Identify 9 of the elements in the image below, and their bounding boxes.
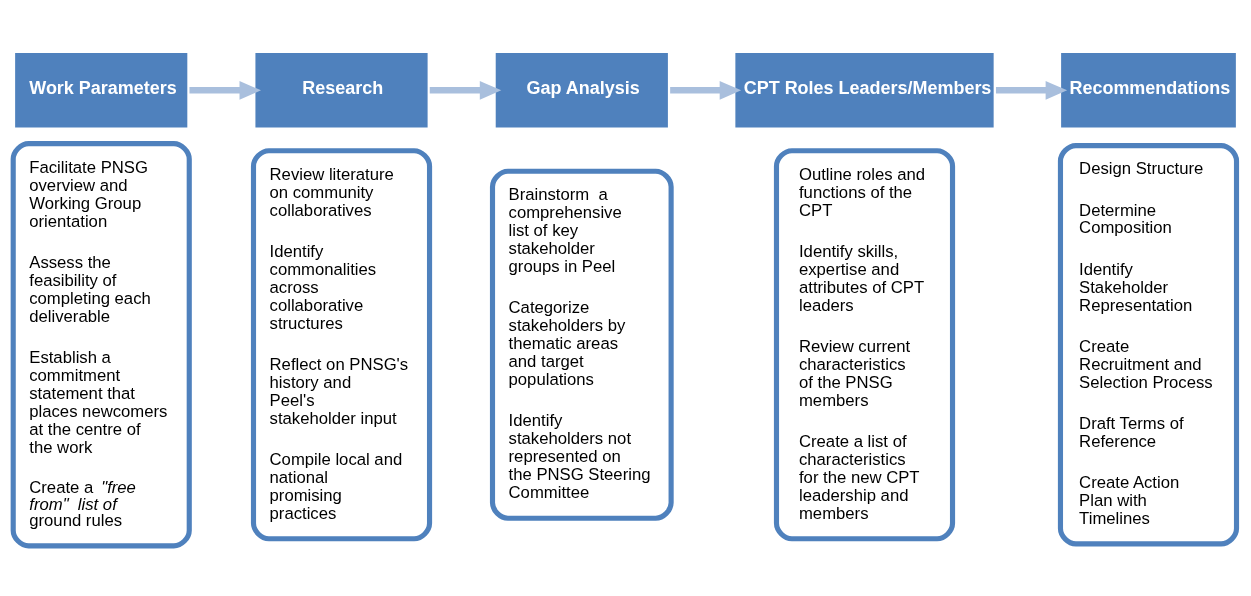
node-box: Brainstorm a comprehensive list of key stakeholder groups in Peel Categorize stakeholders by thematic areas and target populations Identify stakeholders not represented on the PNSG Steering Committee (489, 168, 674, 521)
arrow (189, 80, 261, 100)
arrow (995, 80, 1068, 100)
node-box: Facilitate PNSG overview and Working Group orientation Assess the feasibility of completing each deliverable Establish a commitment statement that places newcomers at the centre of the work Create a "free from" list of ground rules (10, 140, 192, 548)
node-box: Design Structure Determine Composition Identify Stakeholder Representation Create Recruitment and Selection Process Draft Terms of Reference Create Action Plan with Timelines (1057, 142, 1240, 546)
node-box: Review literature on community collaboratives Identify commonalities across collaborative structures Reflect on PNSG's history and Peel's stakeholder input Compile local and national promising practices (250, 147, 433, 541)
arrow (670, 80, 742, 100)
arrow (429, 80, 502, 100)
node-box: Outline roles and functions of the CPT Identify skills, expertise and attributes of CPT leaders Review current characteristics of the PNSG members Create a list of characteristics for the new CPT leadership and members (773, 147, 956, 541)
